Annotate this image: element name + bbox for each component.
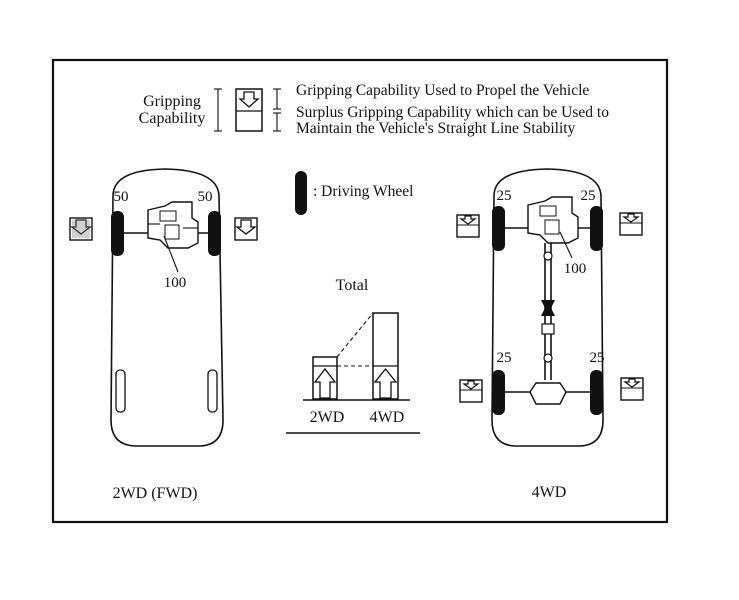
fwd-left-grip-icon: [69, 217, 93, 241]
legend-surplus-text-2: Maintain the Vehicle's Straight Line Sta…: [296, 120, 576, 137]
awd-front-left-value: 25: [497, 188, 512, 204]
awd-engine: [527, 196, 579, 244]
bar-2wd-label: 2WD: [310, 409, 345, 426]
fwd-engine: [147, 201, 199, 249]
awd-rear-right-grip-icon: [620, 377, 644, 401]
fwd-caption: 2WD (FWD): [113, 485, 198, 502]
legend-surplus-text-1: Surplus Gripping Capability which can be…: [296, 104, 609, 121]
awd-caption: 4WD: [532, 484, 567, 501]
driving-wheel-key-label: : Driving Wheel: [313, 183, 413, 200]
fwd-front-left-wheel: [111, 211, 124, 256]
fwd-front-left-value: 50: [114, 189, 129, 205]
comparison-chart: Total 2WD 4WD: [286, 277, 420, 434]
diagram-frame: [51, 58, 669, 524]
awd-car-body: [491, 168, 604, 447]
legend-gripping-label: Gripping: [143, 93, 201, 110]
comparison-title: Total: [336, 277, 369, 294]
awd-front-left-grip-icon: [456, 214, 480, 238]
legend-used-text: Gripping Capability Used to Propel the V…: [296, 82, 589, 99]
legend-grip-bar-icon: [235, 88, 263, 132]
awd-rear-left-wheel: [492, 370, 505, 415]
awd-engine-callout: 100: [564, 261, 587, 277]
awd-front-right-wheel: [590, 206, 603, 251]
awd-front-right-grip-icon: [619, 212, 643, 236]
bar-4wd: [372, 312, 399, 400]
fwd-right-grip-icon: [234, 217, 258, 241]
fwd-front-right-value: 50: [198, 189, 213, 205]
fwd-car-body: [110, 168, 224, 447]
awd-rear-right-value: 25: [590, 350, 605, 366]
awd-car: 25 25 25 25 100 4WD: [456, 168, 644, 501]
legend-capability-label: Capability: [139, 110, 206, 127]
driving-wheel-key-icon: [295, 171, 307, 215]
awd-front-right-value: 25: [581, 188, 596, 204]
fwd-front-right-wheel: [208, 211, 221, 256]
fwd-car: 50 50 100 2WD (FWD): [69, 168, 258, 502]
awd-rear-left-value: 25: [497, 350, 512, 366]
bar-4wd-label: 4WD: [370, 409, 405, 426]
legend: Gripping Capability Gripping Capability …: [139, 82, 609, 215]
awd-rear-left-grip-icon: [459, 379, 483, 403]
awd-rear-right-wheel: [590, 370, 603, 415]
fwd-engine-callout: 100: [164, 275, 187, 291]
awd-front-left-wheel: [492, 206, 505, 251]
